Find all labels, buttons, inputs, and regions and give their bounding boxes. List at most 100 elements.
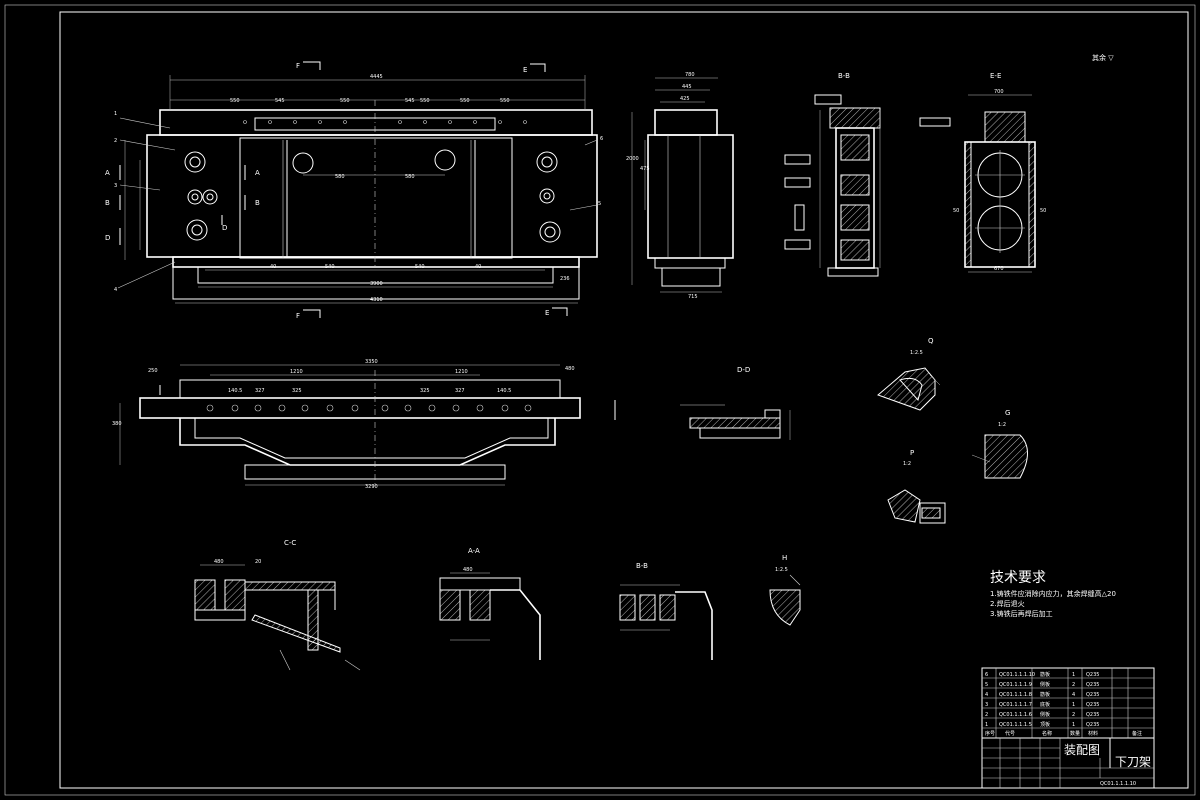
svg-text:Q235: Q235 — [1086, 672, 1099, 678]
balloon-5: 5 — [598, 201, 601, 207]
section-d-title: D-D — [737, 366, 750, 374]
svg-text:名称: 名称 — [1042, 730, 1052, 737]
lower-dim-3: 540 — [415, 264, 425, 270]
detail-h-scale: 1:2.5 — [775, 567, 788, 573]
side-letter-b-right: B — [255, 199, 260, 207]
top-view-left-dim-250: 250 — [148, 368, 158, 374]
svg-text:4: 4 — [985, 692, 988, 698]
hole-dim-3: 325 — [292, 388, 302, 394]
svg-text:QC01.1.1.1.6: QC01.1.1.1.6 — [999, 712, 1032, 718]
section-e-top-dim: 700 — [994, 89, 1004, 95]
tech-req-item-2: 2.焊后退火 — [990, 599, 1025, 608]
svg-text:Q235: Q235 — [1086, 692, 1099, 698]
bom-row: 2 QC01.1.1.1.6 侧板 2 Q235 — [985, 711, 1099, 718]
svg-text:1: 1 — [1072, 672, 1075, 678]
svg-text:筋板: 筋板 — [1040, 671, 1050, 678]
detail-q-title: Q — [928, 337, 934, 345]
lower-dim-5: 236 — [560, 276, 570, 282]
section-c-dim-480: 480 — [214, 559, 224, 565]
inner-frame — [59, 11, 1189, 789]
detail-p-view: P 1:2 — [887, 449, 946, 524]
tech-req-item-1: 1.铸铁件应消除内应力，其余焊缝高△20 — [990, 589, 1116, 598]
svg-text:Q235: Q235 — [1086, 682, 1099, 688]
top-view-bottom-dim: 3290 — [365, 484, 378, 490]
balloon-3: 3 — [114, 183, 117, 189]
svg-text:Q235: Q235 — [1086, 722, 1099, 728]
side-letter-b-left: B — [105, 199, 110, 207]
title-block: 6 QC01.1.1.1.10 筋板 1 Q235 5 QC01.1.1.1.9… — [981, 667, 1155, 789]
seg-dim-2: 545 — [275, 98, 285, 104]
svg-text:数量: 数量 — [1070, 730, 1080, 737]
section-a-dim-480: 480 — [463, 567, 473, 573]
drawing-number: QC01.1.1.1.10 — [1100, 781, 1136, 787]
side-letter-d-left: D — [105, 234, 110, 242]
detail-p-title: P — [910, 449, 914, 457]
tech-req-title: 技术要求 — [990, 570, 1046, 586]
detail-q-view: Q 1:2.5 — [877, 337, 941, 411]
side-letter-a-right: A — [255, 169, 260, 177]
detail-h-view: H 1:2.5 — [769, 554, 801, 626]
section-mark-e-top: E — [523, 66, 527, 74]
tech-req-item-3: 3.铸铁后再焊后加工 — [990, 609, 1053, 618]
lower-dim-4: 40 — [475, 264, 481, 270]
balloon-1: 1 — [114, 111, 117, 117]
hole-dim-4: 325 — [420, 388, 430, 394]
detail-q-scale: 1:2.5 — [910, 350, 923, 356]
svg-text:QC01.1.1.1.9: QC01.1.1.1.9 — [999, 682, 1032, 688]
section-e-title: E-E — [990, 72, 1001, 80]
hole-dim-2: 327 — [255, 388, 265, 394]
lower-dim-2: 540 — [325, 264, 335, 270]
section-bb-lower-view: B-B — [619, 562, 713, 660]
bom-row: 5 QC01.1.1.1.9 侧板 2 Q235 — [985, 681, 1099, 688]
svg-text:QC01.1.1.1.5: QC01.1.1.1.5 — [999, 722, 1032, 728]
svg-text:4: 4 — [1072, 692, 1075, 698]
section-e-view: E-E 700 670 50 50 — [919, 72, 1046, 273]
svg-text:2: 2 — [1072, 682, 1075, 688]
seg-dim-7: 550 — [500, 98, 510, 104]
side-dim-445: 445 — [682, 84, 692, 90]
main-bottom-inner-dim: 3900 — [370, 281, 383, 287]
side-letter-a-left: A — [105, 169, 110, 177]
balloon-4: 4 — [114, 287, 117, 293]
svg-text:材料: 材料 — [1088, 730, 1098, 737]
side-dim-715: 715 — [688, 294, 698, 300]
svg-text:Q235: Q235 — [1086, 702, 1099, 708]
seg-dim-3: 550 — [340, 98, 350, 104]
section-b-title: B-B — [838, 72, 850, 80]
top-plan-view: 3350 1210 1210 3290 250 380 480 140.5 32… — [112, 359, 616, 490]
seg-dim-6: 550 — [460, 98, 470, 104]
side-dim-475: 475 — [640, 166, 650, 172]
seg-dim-1: 550 — [230, 98, 240, 104]
svg-text:QC01.1.1.1.8: QC01.1.1.1.8 — [999, 692, 1032, 698]
detail-p-scale: 1:2 — [903, 461, 911, 467]
outer-frame — [4, 4, 1196, 796]
technical-requirements: 技术要求 1.铸铁件应消除内应力，其余焊缝高△20 2.焊后退火 3.铸铁后再焊… — [990, 570, 1116, 618]
section-c-view: C-C 480 20 — [194, 539, 361, 671]
svg-text:3: 3 — [985, 702, 988, 708]
svg-text:2: 2 — [985, 712, 988, 718]
detail-g-title: G — [1005, 409, 1010, 417]
top-view-inner-dim-left: 1210 — [290, 369, 303, 375]
bom-row: 1 QC01.1.1.1.5 顶板 1 Q235 — [985, 721, 1099, 728]
svg-text:序号: 序号 — [985, 730, 995, 737]
detail-h-title: H — [782, 554, 787, 562]
section-mark-f-top: F — [296, 62, 300, 70]
top-view-right-dim-480: 480 — [565, 366, 575, 372]
section-mark-e-bottom: E — [545, 309, 549, 317]
drawing-type: 装配图 — [1064, 743, 1100, 757]
svg-text:筋板: 筋板 — [1040, 691, 1050, 698]
detail-g-view: G 1:2 — [971, 409, 1028, 479]
section-a-view: A-A 480 — [439, 547, 541, 660]
svg-text:1: 1 — [985, 722, 988, 728]
seg-dim-5: 550 — [420, 98, 430, 104]
inner-dim-1: 580 — [335, 174, 345, 180]
svg-text:QC01.1.1.1.7: QC01.1.1.1.7 — [999, 702, 1032, 708]
bom-table: 6 QC01.1.1.1.10 筋板 1 Q235 5 QC01.1.1.1.9… — [985, 671, 1142, 737]
svg-text:QC01.1.1.1.10: QC01.1.1.1.10 — [999, 672, 1035, 678]
bom-row: 6 QC01.1.1.1.10 筋板 1 Q235 — [985, 671, 1099, 678]
balloon-2: 2 — [114, 138, 117, 144]
side-dim-425: 425 — [680, 96, 690, 102]
svg-text:2: 2 — [1072, 712, 1075, 718]
top-view-left-dim-380: 380 — [112, 421, 122, 427]
seg-dim-4: 545 — [405, 98, 415, 104]
